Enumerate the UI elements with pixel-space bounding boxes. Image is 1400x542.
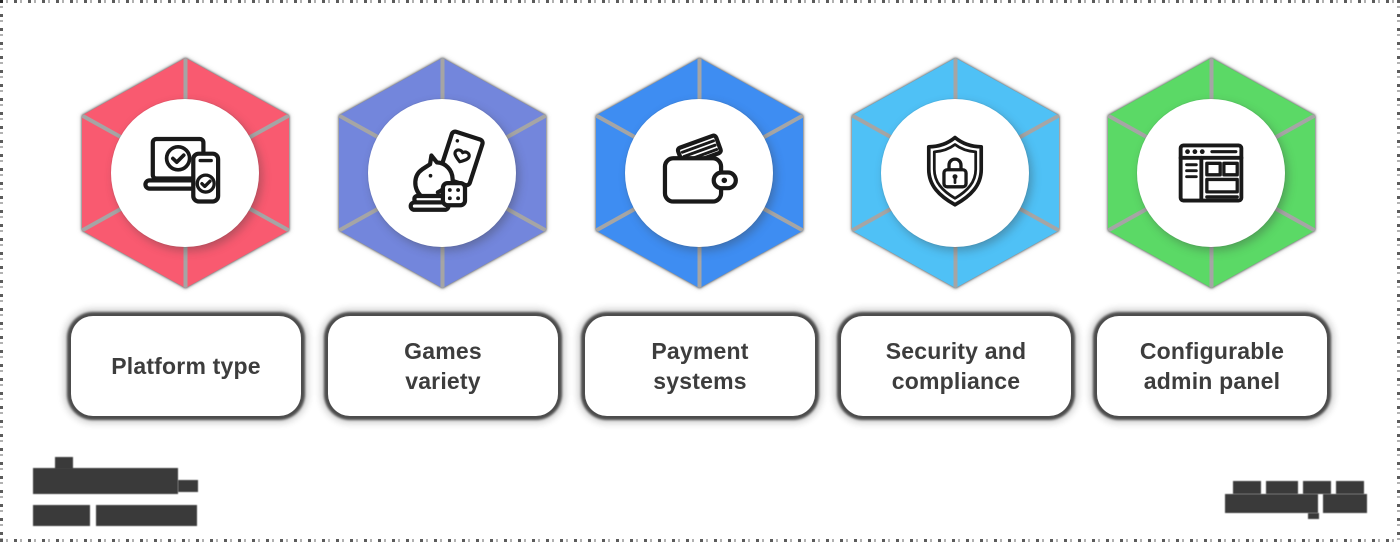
edge-noise-left	[0, 0, 3, 542]
feature-icon-circle	[625, 99, 773, 247]
feature-label-line: Security and	[885, 338, 1027, 364]
redacted-block	[55, 457, 73, 469]
edge-noise-bottom	[0, 539, 1400, 542]
redacted-block	[1323, 494, 1367, 513]
edge-noise-top	[0, 0, 1400, 3]
feature-icon-circle	[111, 99, 259, 247]
feature-label-card: Platform type	[71, 316, 301, 416]
shield-lock-icon	[926, 135, 984, 207]
feature-icon-circle	[881, 99, 1029, 247]
feature-label-card: Configurable admin panel	[1097, 316, 1327, 416]
feature-hexagon-security-compliance	[852, 58, 1059, 288]
feature-label-card: Security and compliance	[841, 316, 1071, 416]
feature-hexagon-games-variety	[339, 58, 546, 288]
feature-label-line: admin panel	[1143, 368, 1281, 394]
wallet-icon	[662, 133, 738, 204]
redacted-block	[178, 480, 198, 492]
feature-label-card: Payment systems	[585, 316, 815, 416]
redacted-block	[1308, 513, 1319, 519]
feature-label-line: Platform type	[111, 353, 261, 379]
feature-label-line: Payment	[651, 338, 749, 364]
feature-label-line: variety	[405, 368, 481, 394]
feature-label-line: Games	[404, 338, 482, 364]
devices-check-icon	[143, 136, 221, 204]
feature-label-line: systems	[653, 368, 747, 394]
feature-hexagon-admin-panel	[1108, 58, 1315, 288]
feature-icon-circle	[1137, 99, 1285, 247]
redacted-block	[1303, 481, 1331, 494]
redacted-block	[1266, 481, 1298, 494]
feature-label-card: Games variety	[328, 316, 558, 416]
feature-icon-circle	[368, 99, 516, 247]
redacted-block	[33, 468, 178, 494]
feature-label-line: Configurable	[1139, 338, 1285, 364]
redacted-block	[1336, 481, 1364, 494]
edge-noise-right	[1397, 0, 1400, 542]
chess-knight-games-icon	[408, 129, 485, 212]
redacted-block	[1233, 481, 1261, 494]
redacted-block	[33, 505, 90, 526]
feature-hexagon-platform-type	[82, 58, 289, 288]
redacted-block	[1225, 494, 1318, 513]
feature-label-line: compliance	[891, 368, 1021, 394]
admin-panel-icon	[1178, 143, 1244, 203]
feature-hexagon-payment-systems	[596, 58, 803, 288]
redacted-block	[96, 505, 197, 526]
